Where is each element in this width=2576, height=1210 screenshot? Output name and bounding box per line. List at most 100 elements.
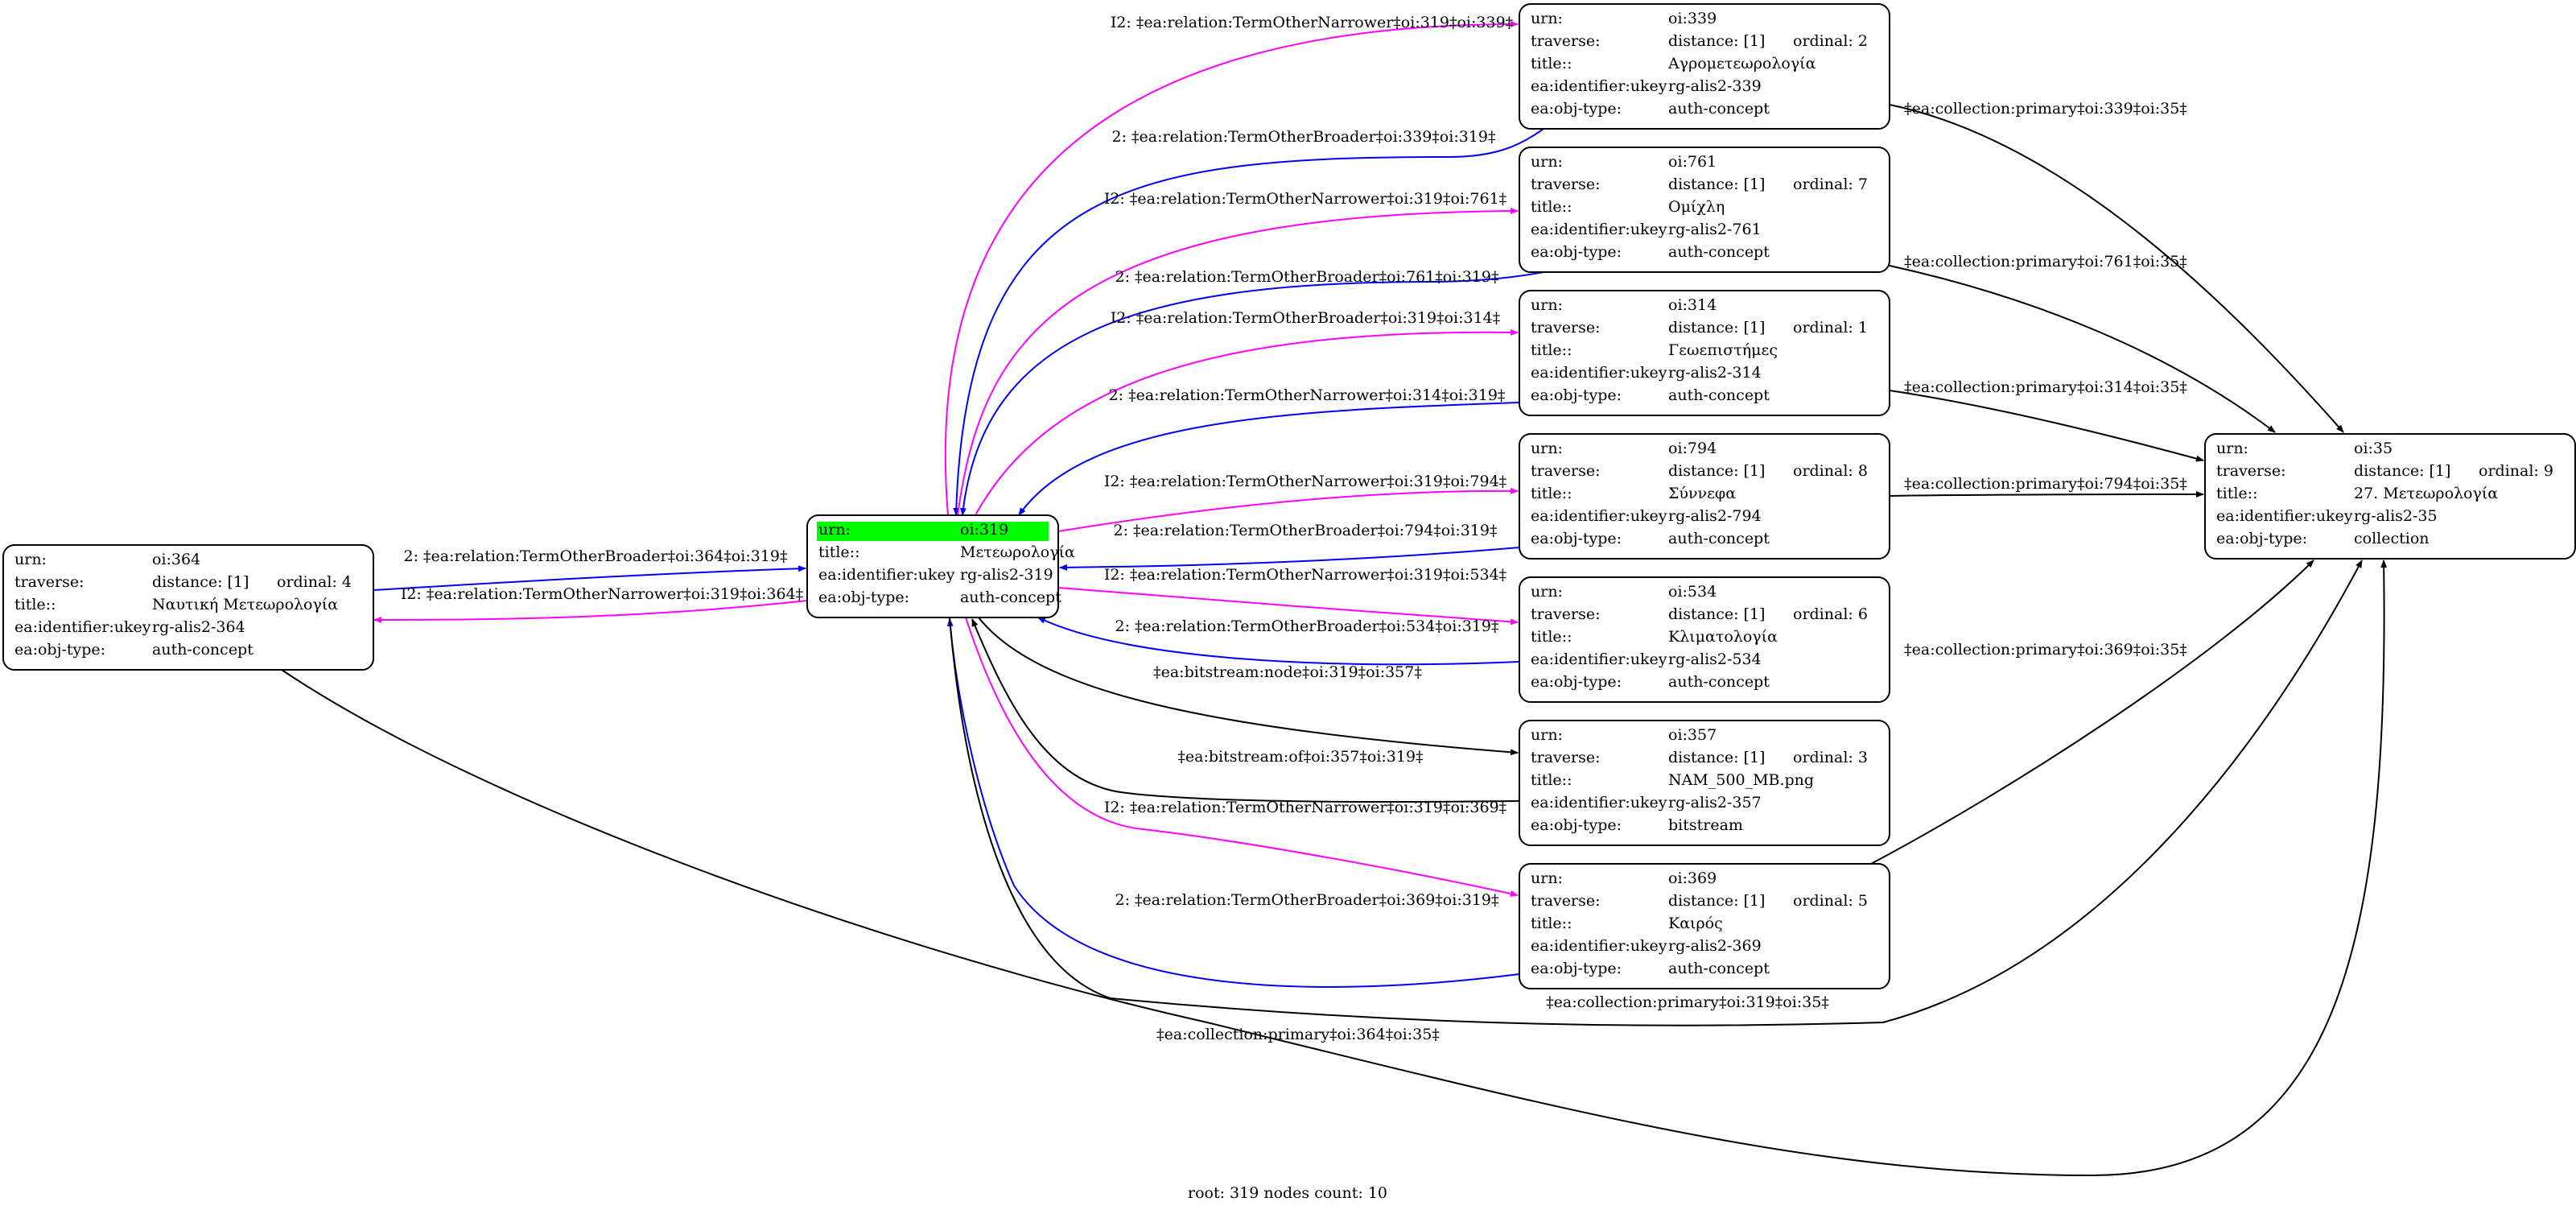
node-field-value: rg-alis2-534 bbox=[1668, 650, 1762, 668]
edge-label: 2: ‡ea:relation:TermOtherBroader‡oi:369‡… bbox=[1115, 891, 1498, 909]
edge-label: ‡ea:bitstream:of‡oi:357‡oi:319‡ bbox=[1177, 748, 1423, 766]
node-field-value: auth-concept bbox=[1668, 673, 1770, 691]
node-field-key: ea:identifier:ukey bbox=[1531, 507, 1667, 525]
node-field-key: ea:obj-type: bbox=[1531, 960, 1622, 977]
node-field-key: traverse: bbox=[1531, 176, 1601, 193]
node-319[interactable]: urn:oi:319title::Μετεωρολογίαea:identifi… bbox=[806, 514, 1075, 618]
node-box bbox=[1519, 3, 1890, 130]
node-field-value: NAM_500_MB.png bbox=[1668, 771, 1814, 789]
node-field-key: title:: bbox=[1531, 198, 1572, 216]
node-box bbox=[1519, 147, 1890, 273]
node-field-value: rg-alis2-794 bbox=[1668, 507, 1762, 525]
node-field-value: auth-concept bbox=[1668, 100, 1770, 118]
node-field-key: title:: bbox=[1531, 628, 1572, 646]
node-field-value: Γεωεπιστήμες bbox=[1668, 341, 1778, 359]
edge-label: ‡ea:collection:primary‡oi:339‡oi:35‡ bbox=[1904, 100, 2187, 118]
node-field-value: auth-concept bbox=[1668, 243, 1770, 261]
node-box bbox=[1519, 863, 1890, 989]
node-field-value: ordinal: 4 bbox=[277, 573, 352, 591]
node-field-key: title:: bbox=[1531, 485, 1572, 502]
edge-label: I2: ‡ea:relation:TermOtherNarrower‡oi:31… bbox=[1104, 799, 1506, 816]
edge-319-to-339 bbox=[944, 21, 1519, 516]
node-field-value: ordinal: 9 bbox=[2479, 462, 2553, 480]
node-field-value: rg-alis2-369 bbox=[1668, 937, 1762, 955]
node-field-key: ea:identifier:ukey bbox=[2216, 507, 2353, 525]
node-field-value: oi:364 bbox=[152, 551, 200, 568]
node-field-value: distance: [1] bbox=[1668, 462, 1765, 480]
node-field-key: urn: bbox=[1531, 583, 1563, 601]
edge-319-to-35 bbox=[949, 560, 2363, 1026]
node-field-key: urn: bbox=[2216, 440, 2248, 457]
edge-794-to-35 bbox=[1889, 491, 2204, 498]
node-field-value: auth-concept bbox=[1668, 530, 1770, 547]
node-field-value: oi:534 bbox=[1668, 583, 1717, 601]
node-box bbox=[1519, 290, 1890, 416]
edge-319-to-357 bbox=[978, 617, 1519, 756]
node-field-value: rg-alis2-761 bbox=[1668, 221, 1762, 238]
node-field-key: ea:identifier:ukey bbox=[1531, 650, 1667, 668]
node-field-key: ea:obj-type: bbox=[1531, 816, 1622, 834]
node-field-key: urn: bbox=[14, 551, 47, 568]
node-field-value: ordinal: 7 bbox=[1793, 176, 1868, 193]
node-field-key: ea:obj-type: bbox=[1531, 673, 1622, 691]
node-field-key: ea:obj-type: bbox=[818, 588, 909, 606]
node-field-key: urn: bbox=[1531, 10, 1563, 27]
node-field-value: auth-concept bbox=[1668, 960, 1770, 977]
edge-314-to-319 bbox=[1018, 402, 1520, 516]
edges-layer bbox=[281, 21, 2388, 1177]
node-field-value: auth-concept bbox=[152, 641, 253, 659]
node-field-key: ea:identifier:ukey bbox=[1531, 221, 1667, 238]
edge-761-to-319 bbox=[960, 271, 1544, 516]
edge-label: ‡ea:collection:primary‡oi:369‡oi:35‡ bbox=[1904, 641, 2187, 659]
edge-labels-layer: 2: ‡ea:relation:TermOtherBroader‡oi:364‡… bbox=[401, 14, 2187, 1043]
node-field-value: auth-concept bbox=[960, 588, 1061, 606]
node-field-value: rg-alis2-357 bbox=[1668, 794, 1762, 811]
node-field-value: ordinal: 3 bbox=[1793, 749, 1868, 766]
node-field-key: ea:obj-type: bbox=[14, 641, 105, 659]
node-field-value: Καιρός bbox=[1668, 915, 1723, 932]
node-field-value: oi:35 bbox=[2354, 440, 2393, 457]
node-field-value: distance: [1] bbox=[2354, 462, 2450, 480]
edge-label: ‡ea:collection:primary‡oi:761‡oi:35‡ bbox=[1904, 253, 2187, 270]
node-field-value: distance: [1] bbox=[1668, 749, 1765, 766]
node-field-value: bitstream bbox=[1668, 816, 1743, 834]
node-field-key: traverse: bbox=[1531, 462, 1601, 480]
edge-319-to-794 bbox=[1057, 487, 1519, 532]
edge-label: I2: ‡ea:relation:TermOtherBroader‡oi:319… bbox=[1111, 309, 1501, 327]
node-field-value: distance: [1] bbox=[1668, 176, 1765, 193]
node-field-value: Σύννεφα bbox=[1668, 485, 1736, 502]
node-field-value: oi:314 bbox=[1668, 296, 1717, 314]
edge-369-to-319 bbox=[946, 618, 1520, 988]
node-field-value: rg-alis2-364 bbox=[152, 618, 245, 636]
root-highlight bbox=[817, 522, 1049, 541]
node-field-key: urn: bbox=[1531, 440, 1563, 457]
node-field-value: ordinal: 5 bbox=[1793, 892, 1868, 910]
node-field-key: traverse: bbox=[1531, 749, 1601, 766]
edge-label: I2: ‡ea:relation:TermOtherNarrower‡oi:31… bbox=[401, 585, 803, 603]
node-field-value: auth-concept bbox=[1668, 386, 1770, 404]
node-field-key: ea:obj-type: bbox=[2216, 530, 2307, 547]
edge-339-to-35 bbox=[1889, 104, 2344, 433]
node-box bbox=[1519, 720, 1890, 846]
node-field-value: oi:357 bbox=[1668, 726, 1717, 744]
node-field-key: traverse: bbox=[14, 573, 84, 591]
node-field-value: oi:339 bbox=[1668, 10, 1717, 27]
node-field-key: urn: bbox=[818, 521, 851, 539]
node-field-value: distance: [1] bbox=[1668, 319, 1765, 337]
edge-label: 2: ‡ea:relation:TermOtherBroader‡oi:364‡… bbox=[403, 547, 787, 565]
edge-label: 2: ‡ea:relation:TermOtherBroader‡oi:794‡… bbox=[1113, 522, 1497, 539]
node-field-value: oi:369 bbox=[1668, 869, 1717, 887]
node-field-key: urn: bbox=[1531, 153, 1563, 171]
node-field-value: distance: [1] bbox=[1668, 892, 1765, 910]
edge-label: ‡ea:collection:primary‡oi:794‡oi:35‡ bbox=[1904, 475, 2187, 493]
node-field-key: traverse: bbox=[1531, 319, 1601, 337]
